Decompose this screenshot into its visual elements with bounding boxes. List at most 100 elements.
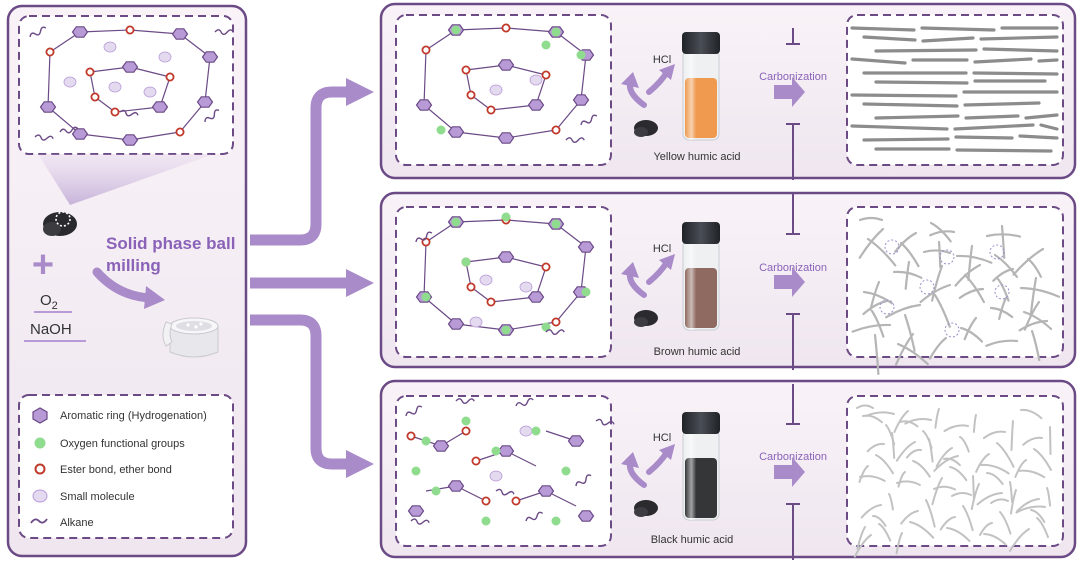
carbon-fragment <box>929 230 956 237</box>
alkane-icon <box>410 518 430 525</box>
alkane-icon <box>59 126 79 134</box>
pore-icon <box>944 322 960 338</box>
carbon-fragment <box>878 523 892 542</box>
alkane-icon <box>575 474 592 487</box>
aromatic-ring-icon <box>537 485 555 497</box>
carbon-fragment <box>870 309 885 338</box>
graphitic-layer <box>850 26 916 32</box>
carbon-fragment <box>858 227 885 259</box>
hcl-arrow-head <box>659 64 675 80</box>
ester-bond-icon <box>511 496 521 506</box>
coal-powder-icon <box>634 507 648 517</box>
legend-ester-bond-icon <box>34 463 46 475</box>
carbon-fragment <box>933 485 956 491</box>
aromatic-ring-icon <box>121 61 139 73</box>
carbon-fragment <box>856 404 874 409</box>
graphitic-layer <box>954 135 1014 140</box>
carbon-fragment <box>919 283 952 304</box>
carbon-fragment <box>972 414 977 433</box>
carbon-fragment <box>894 231 918 253</box>
alkane-icon <box>204 109 220 123</box>
graphitic-layer <box>1018 134 1059 140</box>
legend-oxygen-group-icon <box>34 437 46 449</box>
graphitic-layer <box>920 26 996 32</box>
small-molecule-icon <box>489 470 503 482</box>
aromatic-ring-icon <box>171 28 189 40</box>
carbonization-arrow <box>774 77 805 107</box>
small-molecule-icon <box>519 425 533 437</box>
carbonization-arrow <box>774 457 805 487</box>
molecule-inset <box>395 395 612 547</box>
arrow-head-row3 <box>346 450 374 478</box>
coal-powder-icon <box>634 127 648 137</box>
carbon-fragment <box>959 326 984 343</box>
graphitic-layer <box>874 48 978 53</box>
arrow-head-row2 <box>346 269 374 297</box>
carbon-fragment <box>970 483 980 510</box>
aromatic-ring-icon <box>201 51 219 63</box>
oxygen-group-icon <box>461 416 471 426</box>
carbon-fragment <box>895 532 903 555</box>
hcl-arrow-head <box>621 452 639 468</box>
graphitic-layer <box>862 137 950 142</box>
ester-bond-icon <box>541 262 551 272</box>
oxygen-group-icon <box>541 322 551 332</box>
ester-bond-icon <box>471 456 481 466</box>
oxygen-group-icon <box>551 516 561 526</box>
row-black-humic-acid: HCl Black humic acid Carbonization <box>379 379 1077 560</box>
plus-sign: + <box>32 244 54 286</box>
carbon-fragment <box>928 336 948 360</box>
carbon-fragment <box>967 244 974 281</box>
carbon-fragment <box>979 522 993 536</box>
carbon-fragment <box>946 527 971 542</box>
oxygen-group-icon <box>551 219 561 229</box>
graphitic-layer <box>972 71 1059 76</box>
carbon-fragment <box>1010 489 1017 515</box>
alkane-icon <box>29 26 47 38</box>
carbon-fragment <box>958 287 985 300</box>
product-label: Black humic acid <box>651 534 734 546</box>
ester-bond-icon <box>406 431 416 441</box>
carbon-fragment <box>925 499 936 528</box>
carbonization-label: Carbonization <box>759 451 827 463</box>
carbon-fragment <box>955 254 993 264</box>
oxygen-group-icon <box>541 40 551 50</box>
carbon-fragment <box>963 273 985 304</box>
pore-icon <box>919 279 935 295</box>
pore-icon <box>989 244 1005 260</box>
vial-cap <box>682 32 720 54</box>
coal-powder-icon <box>634 317 648 327</box>
ester-bond-icon <box>551 125 561 135</box>
aromatic-ring-icon <box>497 59 515 71</box>
aromatic-ring-icon <box>415 99 433 111</box>
product-rows: HCl Yellow humic acid Carbonization HCl … <box>379 2 1077 560</box>
ester-bond-icon <box>466 282 476 292</box>
carbon-fragment <box>937 240 942 269</box>
aromatic-ring-icon <box>577 510 595 522</box>
coal-molecular-network <box>29 25 234 146</box>
carbon-fragment <box>933 455 959 472</box>
carbon-fragment <box>856 526 866 550</box>
ester-bond-icon <box>175 127 185 137</box>
humic-acid-vial <box>621 194 805 370</box>
row-brown-humic-acid: HCl Brown humic acid Carbonization <box>379 191 1077 375</box>
carbon-fragment <box>954 263 982 287</box>
aromatic-ring-icon <box>151 101 169 113</box>
carbon-fragment <box>1019 286 1061 298</box>
carbon-fragment <box>862 290 893 305</box>
carbon-fragment <box>904 260 911 290</box>
ester-bond-icon <box>461 65 471 75</box>
aromatic-ring-icon <box>407 505 425 517</box>
carbon-fragment <box>959 436 970 453</box>
carbon-fragment <box>895 441 916 462</box>
carbon-fragment <box>951 492 972 497</box>
carbon-fragment <box>943 424 969 432</box>
molecular-network <box>405 397 615 526</box>
carbon-fragment <box>963 316 978 341</box>
carbonization-label: Carbonization <box>759 71 827 83</box>
oxygen-group-icon <box>561 466 571 476</box>
arrow-head-row1 <box>346 78 374 106</box>
carbon-fragment <box>903 313 916 352</box>
alkane-icon <box>455 398 475 404</box>
